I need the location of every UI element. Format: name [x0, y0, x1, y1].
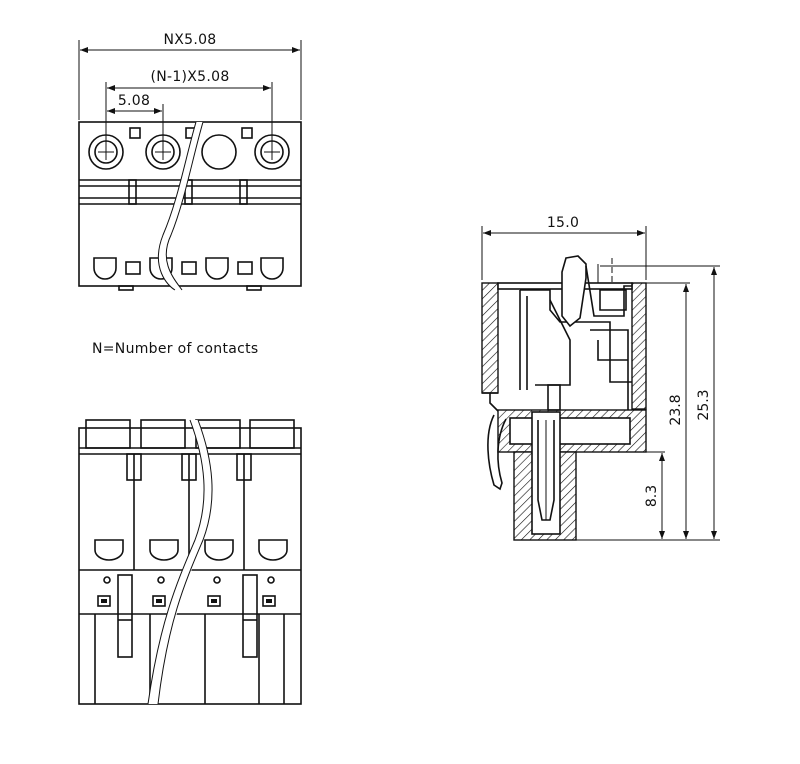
dim-pitch-label: 5.08: [118, 93, 150, 109]
dim-pitch-span-label: (N-1)X5.08: [150, 69, 229, 85]
dimension-pitch: 5.08: [107, 93, 164, 150]
break-line-front: [157, 121, 197, 291]
dim-height-pin-label: 8.3: [644, 485, 660, 507]
dimension-depth: 15.0: [481, 215, 647, 280]
dimension-height-pin: 8.3: [644, 453, 665, 539]
dim-height-body-label: 23.8: [668, 394, 684, 425]
dim-depth-label: 15.0: [547, 215, 579, 231]
dim-height-full-label: 25.3: [696, 389, 712, 420]
release-lever: [561, 255, 587, 328]
dimension-height-body: 23.8: [668, 284, 689, 539]
locking-hook: [487, 393, 507, 491]
bottom-view: [78, 419, 302, 705]
dimension-total-width: NX5.08: [78, 32, 302, 120]
dimension-pitch-span: (N-1)X5.08: [105, 69, 273, 150]
bottom-body-outline: [78, 427, 302, 705]
note-number-of-contacts: N=Number of contacts: [92, 341, 259, 357]
break-line-bottom: [147, 419, 205, 705]
dimension-height-full: 25.3: [696, 267, 717, 539]
front-view: NX5.08 (N-1)X5.08 5.08: [78, 32, 302, 291]
dim-total-width-label: NX5.08: [163, 32, 216, 48]
side-section-view: 15.0 25.3 23.8 8.3: [481, 215, 720, 541]
front-wire-openings: [93, 257, 284, 280]
housing-wall-right: [631, 282, 647, 410]
housing-wall-left: [481, 282, 499, 394]
front-contact-holes: [88, 134, 290, 170]
